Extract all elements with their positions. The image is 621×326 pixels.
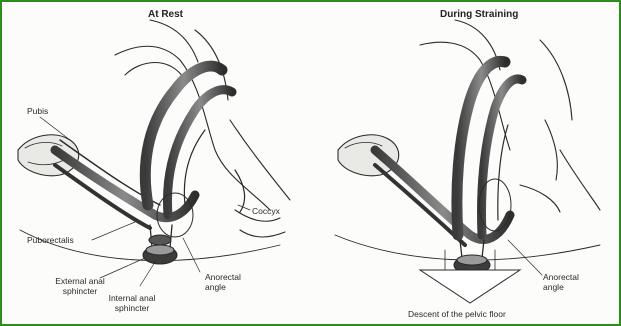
left-drawing: [18, 20, 290, 286]
right-panel-title: During Straining: [440, 9, 518, 20]
label-external-line1: External anal: [40, 276, 120, 286]
label-internal-anal-sphincter: Internal anal sphincter: [92, 293, 172, 313]
label-anorectal-right-line2: angle: [543, 282, 579, 292]
label-pubis: Pubis: [27, 106, 48, 116]
label-internal-line2: sphincter: [92, 303, 172, 313]
label-descent-pelvic-floor: Descent of the pelvic floor: [408, 309, 506, 319]
label-coccyx: Coccyx: [252, 206, 280, 216]
label-anorectal-angle-left: Anorectal angle: [205, 272, 241, 292]
label-anorectal-right-line1: Anorectal: [543, 272, 579, 282]
label-anorectal-left-line2: angle: [205, 282, 241, 292]
label-internal-line1: Internal anal: [92, 293, 172, 303]
label-anorectal-angle-right: Anorectal angle: [543, 272, 579, 292]
label-puborectalis: Puborectalis: [27, 235, 74, 245]
right-drawing: [335, 20, 600, 303]
label-anorectal-left-line1: Anorectal: [205, 272, 241, 282]
left-panel-title: At Rest: [148, 9, 183, 20]
